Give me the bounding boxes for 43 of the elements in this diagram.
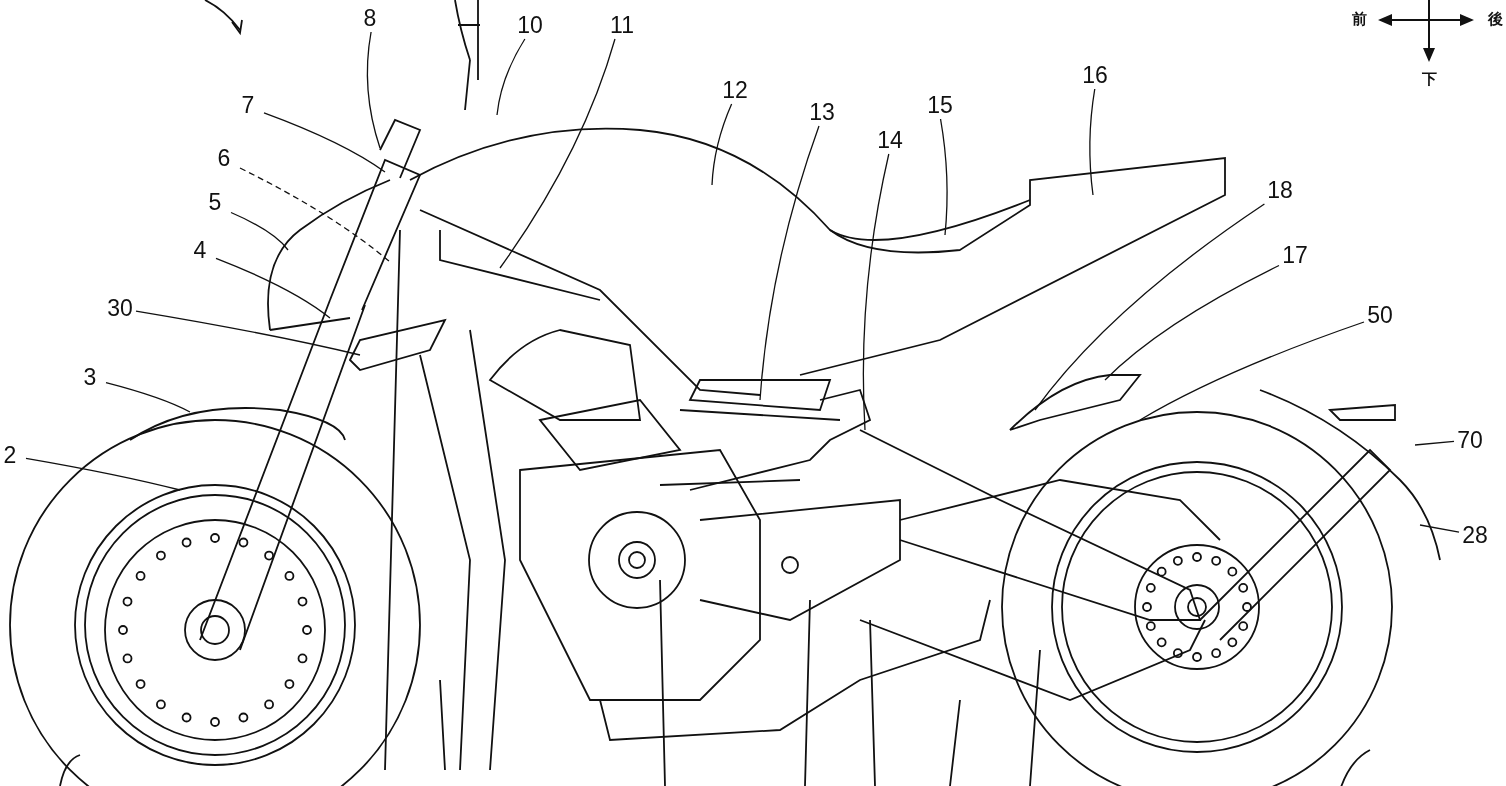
leader-line [1139, 321, 1365, 421]
callout-number: 5 [207, 189, 223, 215]
leader-line [496, 38, 526, 116]
leader-line [711, 103, 733, 186]
callout-number: 30 [106, 295, 134, 321]
leader-line [105, 381, 191, 413]
callout-number: 17 [1281, 242, 1309, 268]
callout-number: 28 [1461, 522, 1489, 548]
direction-label: 下 [1422, 70, 1437, 89]
direction-label: 前 [1352, 10, 1367, 29]
callout-number: 14 [876, 127, 904, 153]
leader-line [25, 457, 181, 491]
leader-line [1034, 203, 1266, 411]
leader-line [1089, 88, 1096, 196]
callout-number: 6 [216, 145, 232, 171]
leader-line [1414, 440, 1455, 446]
callout-number: 8 [362, 5, 378, 31]
leader-line [215, 257, 331, 319]
leader-line [862, 153, 890, 431]
leader-line [499, 38, 616, 269]
leader-line [239, 167, 391, 263]
callout-number: 11 [609, 12, 635, 38]
leader-line [135, 310, 361, 356]
leader-line [263, 112, 386, 173]
callout-number: 12 [721, 77, 749, 103]
callout-number: 13 [808, 99, 836, 125]
callout-number: 16 [1081, 62, 1109, 88]
callout-number: 7 [240, 92, 256, 118]
callout-number: 18 [1266, 177, 1294, 203]
leader-line [1104, 264, 1280, 381]
leader-line [939, 118, 948, 236]
leader-line [759, 125, 820, 401]
callout-number: 4 [192, 237, 208, 263]
leader-line [1419, 524, 1460, 533]
callout-number: 70 [1456, 427, 1484, 453]
callout-number: 10 [516, 12, 544, 38]
callout-number: 50 [1366, 302, 1394, 328]
callout-number: 3 [82, 364, 98, 390]
direction-label: 後 [1488, 10, 1503, 29]
callout-number: 2 [2, 442, 18, 468]
leader-line [230, 211, 289, 251]
leader-line [366, 31, 381, 149]
callout-number: 15 [926, 92, 954, 118]
